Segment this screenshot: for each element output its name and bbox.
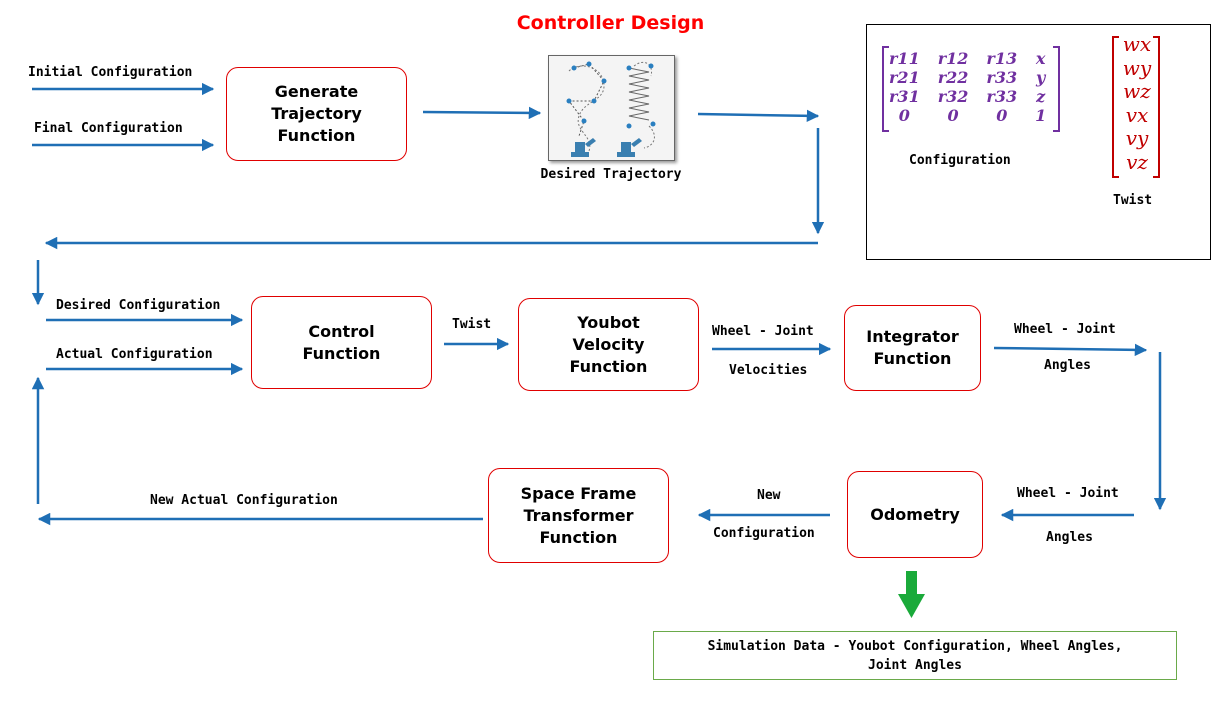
label-configuration: Configuration	[713, 526, 815, 541]
block-space-frame-transformer: Space Frame Transformer Function	[488, 468, 669, 563]
block-odometry: Odometry	[847, 471, 983, 558]
label-new: New	[757, 488, 781, 503]
block-control-function: Control Function	[251, 296, 432, 389]
matrix-cell: r11	[889, 49, 920, 68]
diagram-title: Controller Design	[516, 12, 705, 34]
twist-component: vz	[1126, 149, 1148, 174]
block-generate-trajectory: Generate Trajectory Function	[226, 67, 407, 161]
label-final-configuration: Final Configuration	[34, 121, 183, 136]
twist-component: wz	[1123, 79, 1151, 103]
label-actual-configuration: Actual Configuration	[56, 347, 213, 362]
legend-configuration-caption: Configuration	[909, 153, 1011, 168]
matrix-cell: r31	[889, 87, 920, 106]
label-velocities: Velocities	[729, 363, 808, 378]
matrix-cell: 0	[996, 106, 1008, 125]
label-wheel-joint-angles-top: Wheel - Joint	[1014, 322, 1116, 337]
label-angles-top: Angles	[1044, 358, 1091, 373]
simulation-output-box: Simulation Data - Youbot Configuration, …	[653, 631, 1177, 680]
matrix-cell: x	[1035, 49, 1046, 68]
trajectory-illustration-icon	[566, 61, 656, 157]
matrix-cell: z	[1036, 87, 1046, 106]
twist-component: vx	[1125, 102, 1149, 127]
twist-component: wy	[1122, 55, 1152, 80]
label-twist: Twist	[452, 317, 492, 332]
matrix-cell: y	[1036, 68, 1046, 87]
label-initial-configuration: Initial Configuration	[28, 65, 193, 80]
arrow-wheel-angles-1	[993, 343, 1148, 357]
twist-vector: wx wy wz vx vy vz	[1117, 32, 1157, 174]
twist-component: vy	[1125, 126, 1149, 150]
output-arrow	[898, 571, 925, 618]
twist-component: wx	[1122, 32, 1152, 56]
label-wheel-joint-velocities-top: Wheel - Joint	[712, 324, 814, 339]
label-desired-trajectory: Desired Trajectory	[540, 167, 682, 182]
legend-twist-caption: Twist	[1113, 193, 1153, 208]
label-wheel-joint-angles-bottom: Wheel - Joint	[1017, 486, 1119, 501]
matrix-cell: r22	[937, 68, 969, 87]
matrix-cell: 0	[947, 106, 959, 125]
arrow-from-trajectory	[697, 109, 820, 123]
label-desired-configuration: Desired Configuration	[56, 298, 221, 313]
matrix-cell: r33	[986, 68, 1018, 87]
matrix-cell: r33	[986, 87, 1018, 106]
legend-box: r11 r12 r13 x r21 r22 r33 y r31 r32 r33 z 0 0 0 1 Co…	[866, 24, 1211, 260]
matrix-cell: r21	[889, 68, 920, 87]
label-angles-bottom: Angles	[1046, 530, 1093, 545]
block-youbot-velocity: Youbot Velocity Function	[518, 298, 699, 391]
matrix-cell: r13	[986, 49, 1018, 68]
matrix-cell: 0	[898, 106, 910, 125]
matrix-cell: r32	[937, 87, 969, 106]
configuration-matrix: r11 r12 r13 x r21 r22 r33 y r31 r32 r33 z 0 0 0 1	[887, 49, 1055, 125]
matrix-brackets	[882, 36, 1160, 178]
arrow-to-trajectory	[422, 106, 542, 120]
block-integrator: Integrator Function	[844, 305, 981, 391]
label-new-actual-configuration: New Actual Configuration	[150, 493, 338, 508]
matrix-cell: r12	[937, 49, 969, 68]
desired-trajectory-image	[548, 55, 675, 161]
matrix-cell: 1	[1035, 106, 1047, 125]
